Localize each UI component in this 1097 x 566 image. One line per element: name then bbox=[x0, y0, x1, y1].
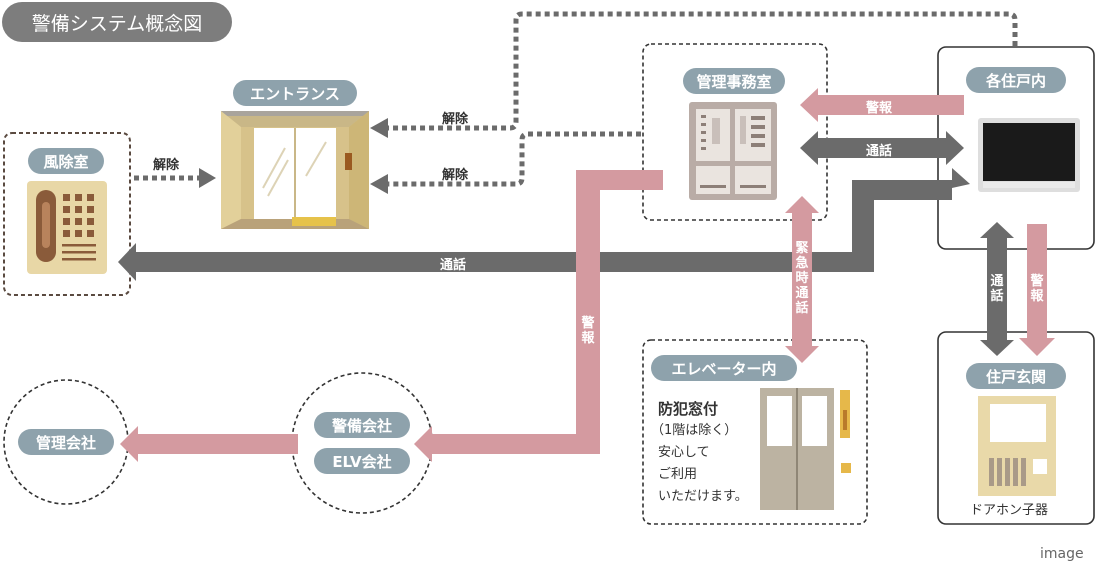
label-tsuwa-top: 通話 bbox=[866, 144, 893, 159]
label-kinkyuji-tsuwa: 緊急時通話 bbox=[795, 241, 809, 316]
elevator-line-2: ご利用 bbox=[658, 467, 698, 482]
label-kaijo-2: 解除 bbox=[442, 112, 469, 127]
dotted-arrowhead-2 bbox=[370, 118, 388, 138]
intercom-panel-icon bbox=[27, 181, 107, 274]
elevator-door-icon bbox=[760, 388, 851, 510]
juko-genkan-box bbox=[937, 331, 1095, 525]
kanri-jimushitsu-box bbox=[642, 43, 828, 221]
fujoshitsu-box bbox=[3, 132, 131, 296]
door-phone-icon bbox=[978, 396, 1056, 496]
kinkyuji-arrow bbox=[785, 196, 819, 363]
node-elv-kaisha: ELV会社 bbox=[314, 448, 410, 474]
keiho-vertical-arrow bbox=[414, 170, 663, 462]
node-fujoshitsu: 風除室 bbox=[28, 148, 104, 174]
keiho-top-arrow bbox=[800, 88, 964, 122]
keiho-kanri-kaisha-arrow bbox=[120, 426, 298, 462]
elevator-line-3: いただけます。 bbox=[658, 489, 748, 504]
elevator-line-1: 安心して bbox=[658, 445, 710, 460]
dotted-arrowhead-1 bbox=[199, 168, 216, 188]
keibi-elv-circle bbox=[291, 372, 433, 514]
door-phone-label: ドアホン子器 bbox=[970, 503, 1049, 518]
label-kaijo-3: 解除 bbox=[442, 168, 469, 183]
tsuwa-top-arrow bbox=[800, 131, 964, 165]
control-panel-icon bbox=[689, 102, 777, 200]
node-juko-genkan: 住戸玄関 bbox=[966, 363, 1066, 389]
dotted-arrowhead-3 bbox=[370, 174, 388, 194]
indoor-monitor-icon bbox=[978, 118, 1080, 192]
label-tsuwa-long: 通話 bbox=[440, 258, 467, 273]
node-elevator-nai: エレベーター内 bbox=[651, 355, 797, 381]
elevator-heading: 防犯窓付 bbox=[658, 400, 719, 418]
dotted-kaijo-top bbox=[388, 11, 1018, 131]
node-keibi-kaisha: 警備会社 bbox=[314, 412, 410, 438]
entrance-door-icon bbox=[221, 111, 369, 229]
node-kanri-jimushitsu: 管理事務室 bbox=[683, 68, 785, 94]
label-keiho-top: 警報 bbox=[866, 101, 893, 116]
node-entrance: エントランス bbox=[233, 80, 357, 106]
node-kanri-kaisha: 管理会社 bbox=[18, 429, 114, 455]
tsuwa-long-arrow bbox=[118, 168, 970, 281]
keiho-right-arrow bbox=[1019, 224, 1055, 356]
label-keiho-right: 警報 bbox=[1030, 274, 1044, 304]
page-title: 警備システム概念図 bbox=[2, 2, 232, 42]
elevator-box bbox=[642, 339, 868, 525]
label-kaijo-1: 解除 bbox=[153, 158, 180, 173]
label-tsuwa-right: 通話 bbox=[990, 274, 1004, 304]
node-kaku-jukonai: 各住戸内 bbox=[966, 67, 1066, 93]
label-keiho-vertical: 警報 bbox=[581, 316, 595, 346]
elevator-note: （1階は除く） bbox=[651, 423, 738, 438]
image-watermark: image bbox=[1040, 546, 1084, 562]
tsuwa-right-arrow bbox=[980, 222, 1014, 356]
